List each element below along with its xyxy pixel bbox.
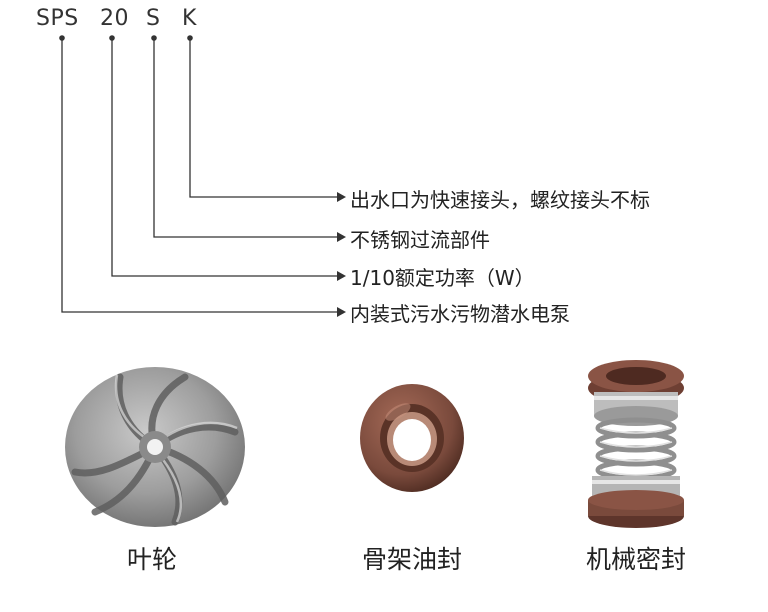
connector-line-k [189, 38, 340, 198]
connector-lines [59, 35, 346, 317]
connector-dot-sps [59, 35, 65, 41]
connector-dot-20 [109, 35, 115, 41]
code-part-power: 20 [100, 6, 129, 31]
arrow-s [337, 232, 346, 242]
mechanical-seal-image [588, 360, 684, 528]
code-part-sps: SPS [36, 6, 79, 31]
arrow-sps [337, 307, 346, 317]
caption-oil-seal: 骨架油封 [361, 545, 462, 574]
description-power: 1/10额定功率（W） [350, 266, 535, 290]
connector-dot-k [187, 35, 193, 41]
impeller-image [65, 367, 245, 527]
arrow-k [337, 192, 346, 202]
description-material: 不锈钢过流部件 [350, 228, 490, 252]
caption-impeller: 叶轮 [126, 545, 177, 574]
connector-dot-s [151, 35, 157, 41]
connector-line-20 [111, 38, 340, 277]
arrow-20 [337, 271, 346, 281]
code-part-connector: K [182, 6, 197, 31]
description-pump-type: 内装式污水污物潜水电泵 [350, 302, 570, 326]
connector-line-sps [61, 38, 340, 313]
oil-seal-image [360, 384, 464, 492]
description-connector: 出水口为快速接头，螺纹接头不标 [350, 188, 650, 212]
connector-line-s [153, 38, 340, 238]
code-part-material: S [146, 6, 161, 31]
caption-mechanical-seal: 机械密封 [585, 545, 686, 574]
